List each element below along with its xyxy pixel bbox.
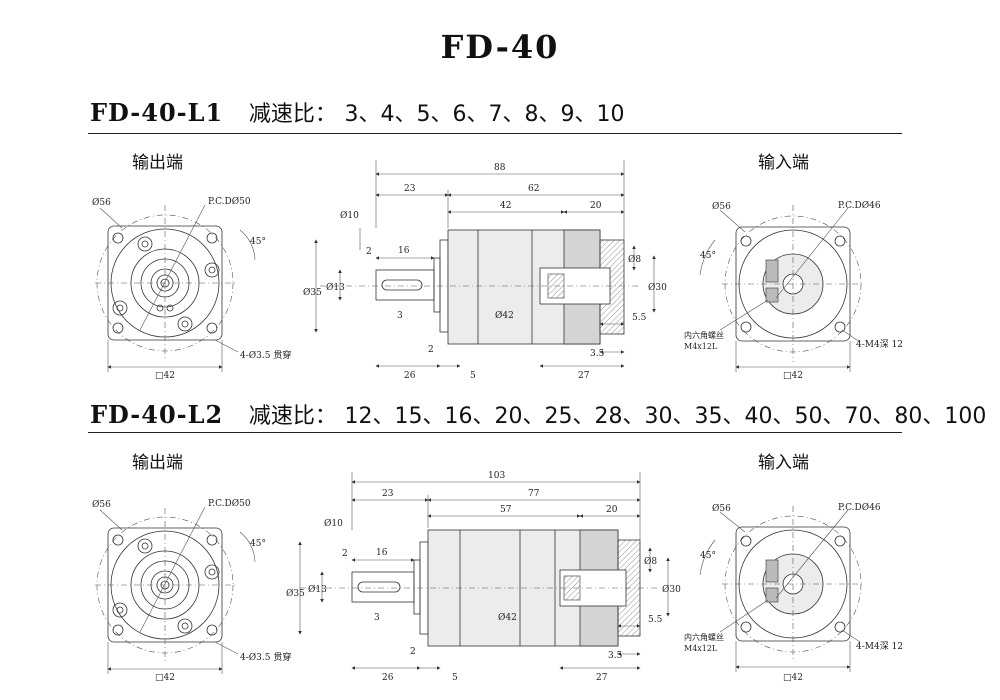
section-2-header: FD-40-L2 减速比： 12、15、16、20、25、28、30、35、40…: [90, 398, 986, 430]
ov2-angle: 45°: [250, 539, 266, 549]
sv2-dim-35: 3.5: [608, 651, 623, 661]
iv1-flange-dia: Ø56: [712, 201, 731, 212]
section-2-input-label: 输入端: [758, 453, 809, 473]
sv2-total: 103: [488, 471, 505, 481]
sv1-dim-27: 27: [578, 371, 590, 381]
ov1-angle: 45°: [250, 237, 266, 247]
sv1-dim-5: 5: [470, 371, 476, 381]
section-2-ratios: 12、15、16、20、25、28、30、35、40、50、70、80、100: [344, 404, 987, 429]
sv1-input-spigot: Ø30: [648, 282, 667, 293]
iv2-screw: 内六角螺丝: [684, 632, 724, 642]
section-2-rule: [88, 432, 902, 433]
sv2-shaft-len: 16: [376, 548, 388, 558]
iv1-square: □42: [783, 371, 803, 381]
sv1-dim-26: 26: [404, 371, 416, 381]
output-view-2: [95, 506, 256, 674]
ov2-holes: 4-Ø3.5 贯穿: [240, 651, 291, 663]
input-view-1: [699, 205, 862, 372]
sv2-body: 77: [528, 489, 540, 499]
sv2-shaft-dia: Ø10: [324, 518, 343, 529]
sv2-input-spigot: Ø30: [662, 584, 681, 595]
section-1-header: FD-40-L1 减速比： 3、4、5、6、7、8、9、10: [90, 96, 624, 128]
sv2-spigot: Ø35: [286, 588, 305, 599]
iv2-pcd: P.C.DØ46: [838, 502, 881, 513]
side-view-1: [314, 160, 656, 368]
iv2-square: □42: [783, 673, 803, 683]
ov1-holes: 4-Ø3.5 贯穿: [240, 349, 291, 361]
page-title: FD-40: [440, 28, 560, 66]
sv2-dim-55: 5.5: [648, 615, 663, 625]
iv2-holes: 4-M4深 12: [856, 641, 903, 652]
iv1-screw-spec: M4x12L: [684, 342, 718, 351]
ov2-pcd: P.C.DØ50: [208, 498, 251, 509]
sv2-body-rear: 20: [606, 505, 618, 515]
sv2-dim-26: 26: [382, 673, 394, 683]
sv1-dim-55: 5.5: [632, 313, 647, 323]
sv2-body-dia: Ø42: [498, 612, 517, 623]
sv2-spigot-len: 2: [410, 647, 416, 657]
section-1-ratio-label: 减速比：: [248, 102, 337, 127]
sv1-body-main: 42: [500, 201, 511, 211]
sv1-shaft-key: Ø13: [326, 282, 345, 293]
iv2-flange-dia: Ø56: [712, 503, 731, 514]
section-1-model: FD-40-L1: [90, 98, 224, 127]
sv1-body: 62: [528, 184, 539, 194]
sv2-key-offset: 2: [342, 549, 348, 559]
sv1-input-bore: Ø8: [628, 254, 641, 265]
sv1-spigot: Ø35: [303, 287, 322, 298]
section-1-output-label: 输出端: [132, 153, 183, 173]
ov1-pcd: P.C.DØ50: [208, 196, 251, 207]
sv1-total: 88: [494, 163, 506, 173]
sv1-key: 3: [397, 311, 403, 321]
iv1-pcd: P.C.DØ46: [838, 200, 881, 211]
output-view-1: [95, 204, 256, 372]
ov2-flange-dia: Ø56: [92, 499, 111, 510]
sv1-shaft-len: 16: [398, 246, 410, 256]
iv2-screw-spec: M4x12L: [684, 644, 718, 653]
ov1-flange-dia: Ø56: [92, 197, 111, 208]
sv1-dim-35: 3.5: [590, 349, 605, 359]
iv1-screw: 内六角螺丝: [684, 330, 724, 340]
iv2-angle: 45°: [700, 551, 716, 561]
section-2-model: FD-40-L2: [90, 400, 224, 429]
ov1-square: □42: [155, 371, 175, 381]
sv2-dim-27: 27: [596, 673, 608, 683]
sv2-key: 3: [374, 613, 380, 623]
iv1-angle: 45°: [700, 251, 716, 261]
sv2-front: 23: [382, 489, 394, 499]
sv2-dim-5: 5: [452, 673, 458, 683]
sv1-key-offset: 2: [366, 247, 372, 257]
section-1-rule: [88, 133, 902, 134]
section-1-ratios: 3、4、5、6、7、8、9、10: [344, 102, 625, 127]
section-2-ratio-label: 减速比：: [248, 404, 337, 429]
input-view-2: [699, 506, 862, 672]
sv1-shaft-dia: Ø10: [340, 210, 359, 221]
sv1-body-rear: 20: [590, 201, 602, 211]
section-2-output-label: 输出端: [132, 453, 183, 473]
sv2-shaft-key: Ø13: [308, 584, 327, 595]
sv1-spigot-len: 2: [428, 345, 434, 355]
side-view-2: [298, 472, 670, 670]
sv1-body-dia: Ø42: [495, 310, 514, 321]
sv2-input-bore: Ø8: [644, 556, 657, 567]
sv1-front: 23: [404, 184, 416, 194]
section-1-input-label: 输入端: [758, 153, 809, 173]
ov2-square: □42: [155, 673, 175, 683]
iv1-holes: 4-M4深 12: [856, 339, 903, 350]
sv2-body-main: 57: [500, 505, 512, 515]
